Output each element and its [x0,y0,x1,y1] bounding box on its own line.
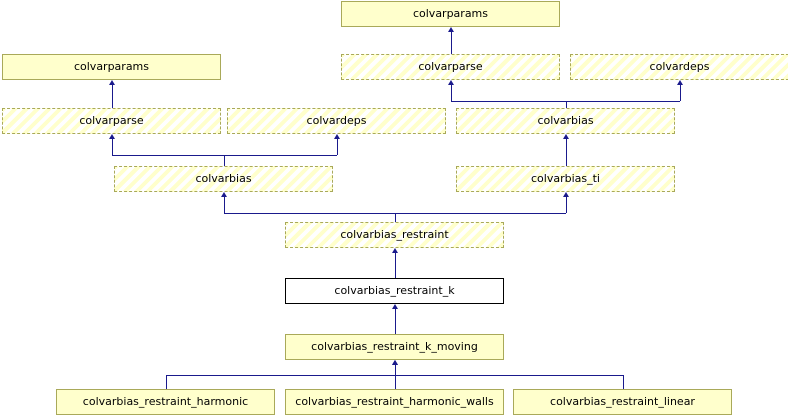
inheritance-arrowhead [448,27,454,32]
class-node-colvardeps[interactable]: colvardeps [227,108,446,134]
class-node-colvarparams[interactable]: colvarparams [341,1,560,27]
inheritance-arrowhead [221,192,227,197]
class-node-label: colvarbias_ti [531,172,600,185]
inheritance-arrowhead [392,360,398,365]
class-node-label: colvarbias [537,114,594,127]
class-node-label: colvarparse [79,114,144,127]
inheritance-arrowhead [448,80,454,85]
class-node-label: colvarbias_restraint [340,228,449,241]
class-node-label: colvarbias_restraint_k_moving [311,340,478,353]
class-node-label: colvarbias_restraint_k [334,284,455,297]
class-node-colvarbias_restraint_linear[interactable]: colvarbias_restraint_linear [513,389,732,415]
class-node-colvardeps[interactable]: colvardeps [570,54,788,80]
inheritance-arrowhead [392,304,398,309]
class-node-colvarparse[interactable]: colvarparse [341,54,560,80]
inheritance-arrowhead [109,134,115,139]
class-node-label: colvardeps [649,60,710,73]
class-node-colvarparams[interactable]: colvarparams [2,54,221,80]
inheritance-arrowhead [563,192,569,197]
edge-segment-vertical [337,139,338,155]
edge-segment-vertical [395,213,396,222]
class-node-colvarbias_restraint_k_moving[interactable]: colvarbias_restraint_k_moving [285,334,504,360]
class-node-colvarparse[interactable]: colvarparse [2,108,221,134]
class-node-colvarbias[interactable]: colvarbias [114,166,333,192]
edge-segment-horizontal [451,101,680,102]
inheritance-arrowhead [334,134,340,139]
edge-segment-vertical [112,85,113,108]
edge-segment-vertical [224,155,225,166]
class-node-label: colvarparams [412,7,489,20]
edge-segment-vertical [395,253,396,278]
edge-segment-vertical [566,101,567,108]
edge-segment-vertical [451,85,452,101]
edge-segment-horizontal [395,375,623,376]
class-node-colvarbias[interactable]: colvarbias [456,108,675,134]
class-node-label: colvardeps [306,114,367,127]
class-node-label: colvarparse [418,60,483,73]
edge-segment-vertical [166,375,167,389]
edge-segment-vertical [566,139,567,166]
class-node-colvarbias_restraint_k[interactable]: colvarbias_restraint_k [285,278,504,304]
edge-segment-vertical [395,365,396,389]
edge-segment-vertical [566,197,567,213]
edge-segment-vertical [112,139,113,155]
edge-segment-vertical [451,32,452,54]
inheritance-arrowhead [392,248,398,253]
class-node-label: colvarparams [73,60,150,73]
class-node-label: colvarbias [195,172,252,185]
class-node-colvarbias_ti[interactable]: colvarbias_ti [456,166,675,192]
inheritance-arrowhead [109,80,115,85]
edge-segment-vertical [395,365,396,375]
class-node-label: colvarbias_restraint_harmonic [82,395,249,408]
class-node-label: colvarbias_restraint_linear [550,395,695,408]
inheritance-arrowhead [677,80,683,85]
edge-segment-vertical [623,375,624,389]
class-node-colvarbias_restraint[interactable]: colvarbias_restraint [285,222,504,248]
class-node-colvarbias_restraint_harmonic[interactable]: colvarbias_restraint_harmonic [56,389,275,415]
edge-segment-vertical [224,197,225,213]
edge-segment-vertical [680,85,681,101]
class-node-label: colvarbias_restraint_harmonic_walls [295,395,494,408]
edge-segment-vertical [395,309,396,334]
inheritance-arrowhead [563,134,569,139]
class-node-colvarbias_restraint_harmonic_walls[interactable]: colvarbias_restraint_harmonic_walls [285,389,504,415]
edge-segment-horizontal [166,375,395,376]
